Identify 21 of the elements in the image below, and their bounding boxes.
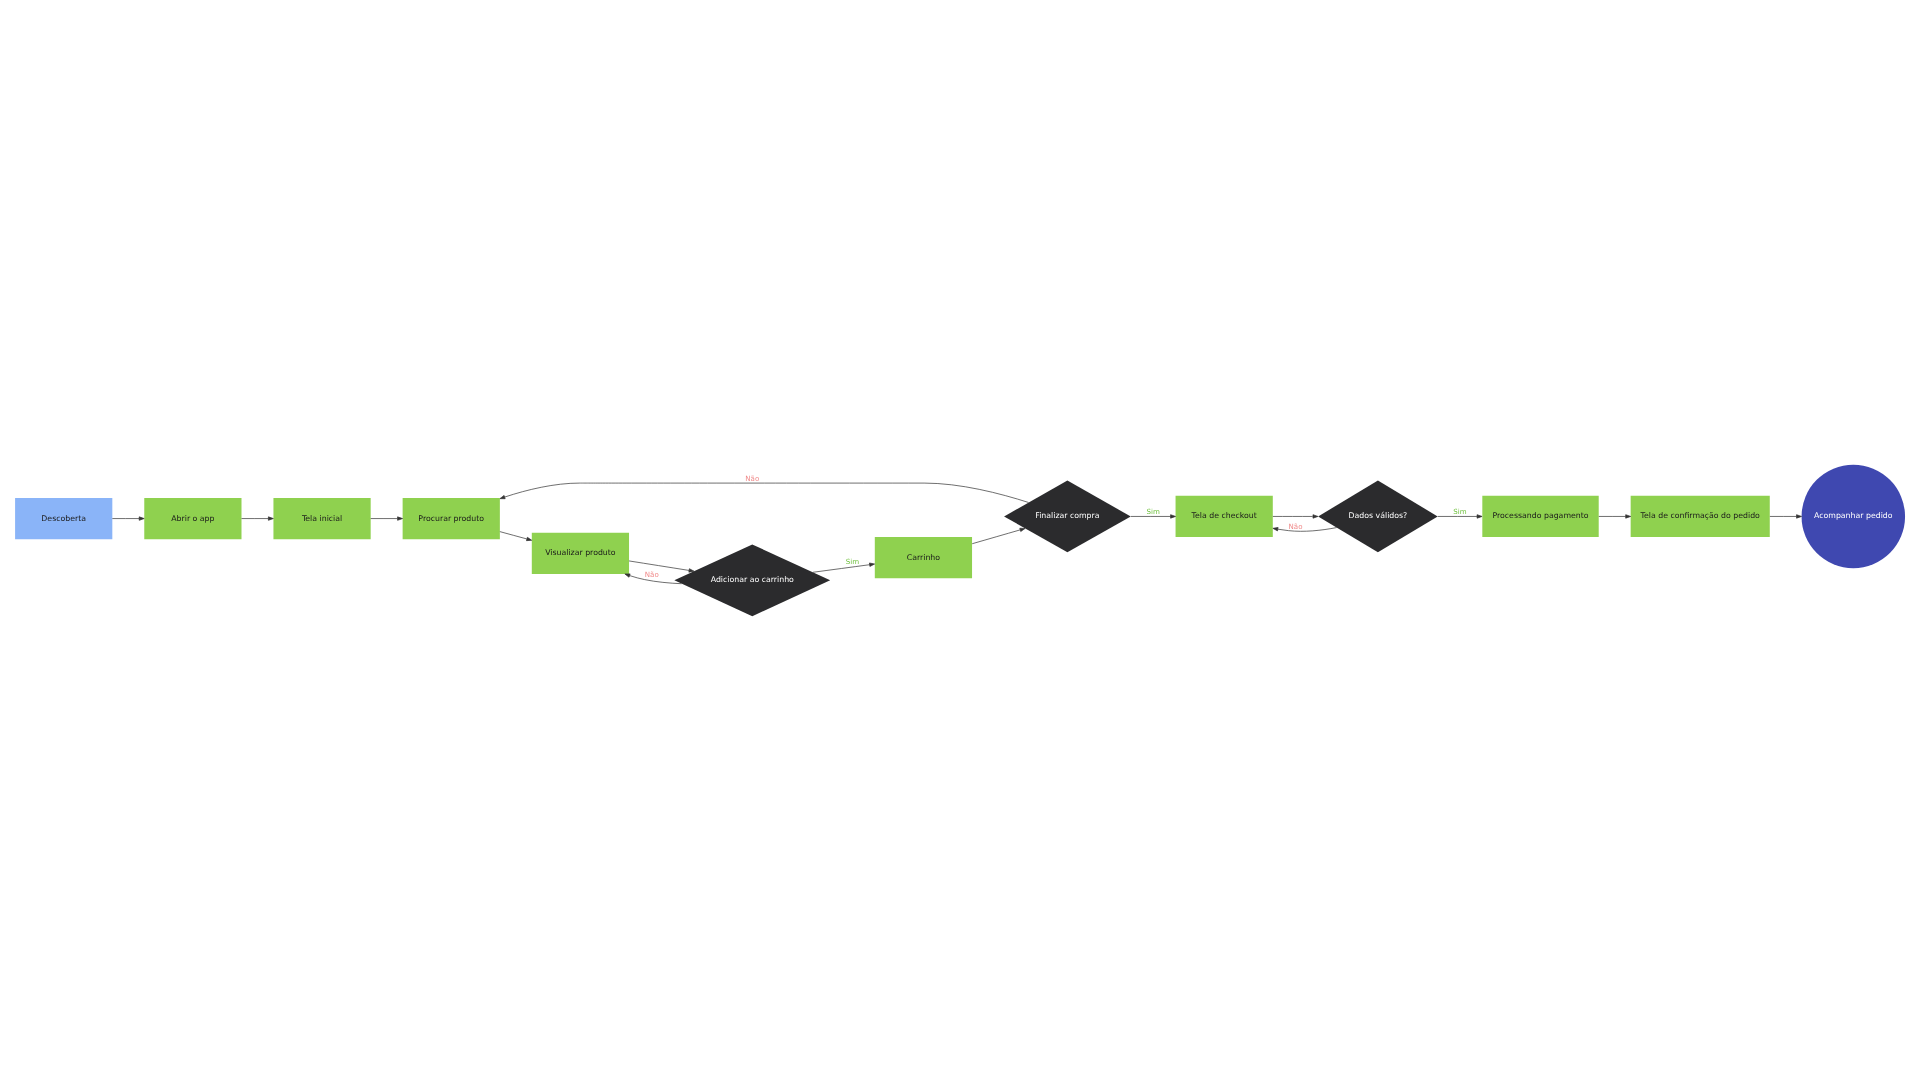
- arrow: [812, 562, 875, 573]
- arrow: [1769, 513, 1802, 519]
- edge-label: Não: [644, 569, 659, 579]
- arrow: [624, 573, 682, 584]
- arrow: [499, 482, 1029, 503]
- arrow: [1130, 513, 1176, 519]
- edge-label: Sim: [1453, 506, 1467, 516]
- edge-label: Sim: [1146, 506, 1160, 516]
- arrow: [1272, 513, 1319, 519]
- edge-label: Sim: [845, 556, 860, 566]
- arrow: [628, 560, 695, 572]
- arrow: [112, 515, 145, 521]
- edge-label: Não: [1288, 521, 1303, 531]
- arrow: [241, 515, 274, 521]
- arrow: [499, 530, 533, 541]
- arrow: [1272, 526, 1337, 532]
- edge-label: Não: [745, 473, 760, 483]
- arrow: [971, 527, 1026, 544]
- arrow: [370, 515, 403, 521]
- arrow: [1437, 513, 1483, 519]
- arrow: [1598, 513, 1631, 519]
